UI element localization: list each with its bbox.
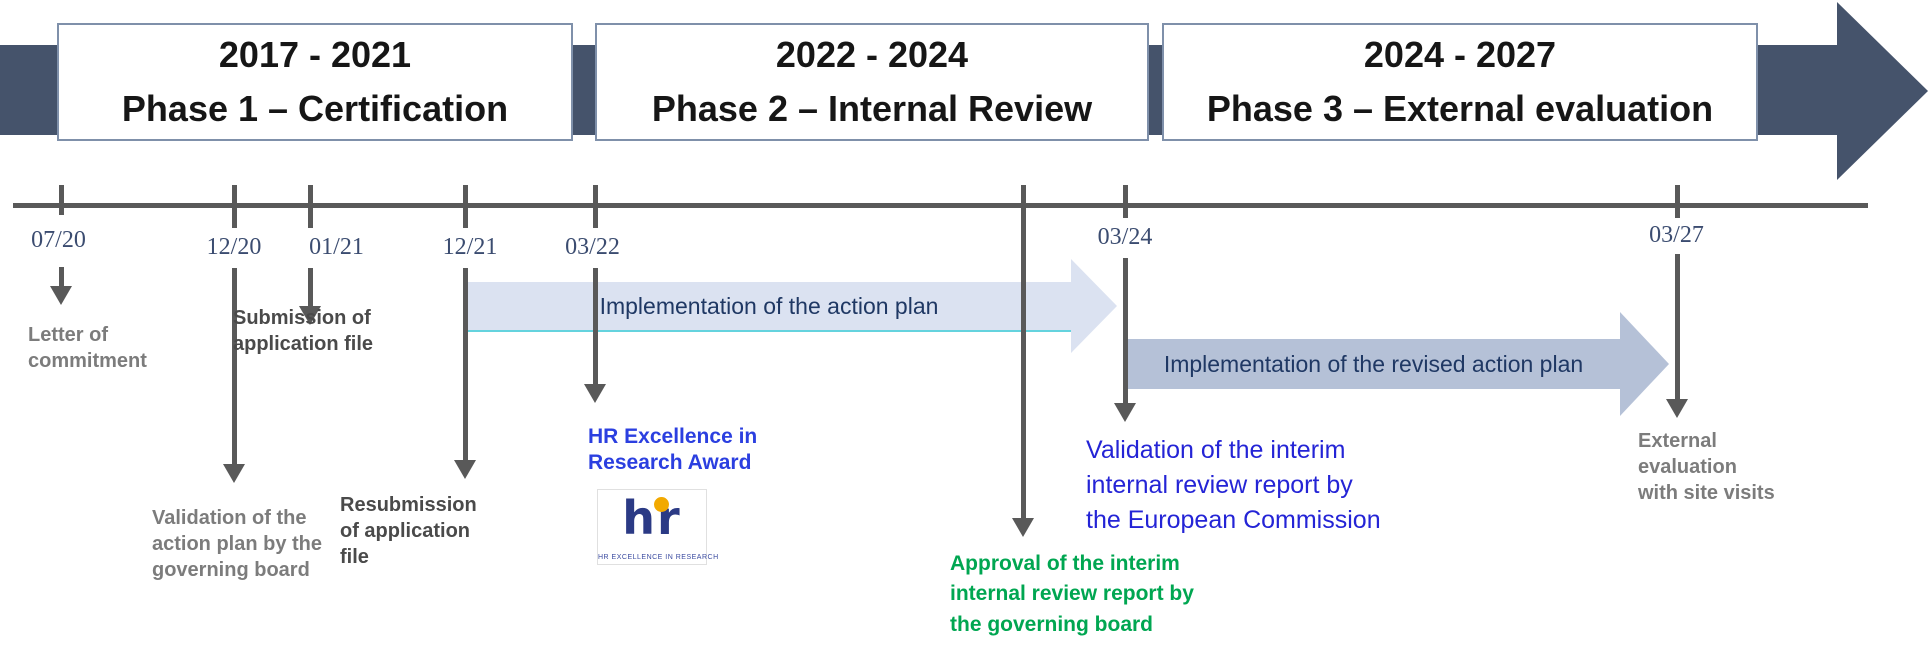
event-validation-interim-report: Validation of the interim internal revie… — [1072, 423, 1404, 545]
event-line-approval — [1021, 185, 1026, 518]
event-external-evaluation: External evaluation with site visits — [1638, 430, 1775, 504]
hr-logo-letters: hr — [622, 491, 682, 545]
phase-arrow-head-icon — [1837, 2, 1928, 180]
down-arrow-icon — [299, 306, 321, 325]
event-resubmission-application: Resubmission of application file — [340, 494, 477, 568]
phase-2-box: 2022 - 2024 Phase 2 – Internal Review — [595, 23, 1149, 141]
event-line-03-24 — [1123, 185, 1128, 403]
event-letter-of-commitment: Letter of commitment — [28, 324, 147, 372]
hr-excellence-logo: hr HR EXCELLENCE IN RESEARCH — [597, 489, 719, 565]
date-label-12-21: 12/21 — [412, 228, 528, 268]
event-line-03-27 — [1675, 185, 1680, 399]
implementation-arrow-label: Implementation of the action plan — [599, 292, 939, 319]
date-label-07-20: 07/20 — [10, 215, 107, 267]
phase-1-box: 2017 - 2021 Phase 1 – Certification — [57, 23, 573, 141]
down-arrow-icon — [1114, 403, 1136, 422]
event-validation-action-plan: Validation of the action plan by the gov… — [152, 507, 323, 581]
phase-2-years: 2022 - 2024 — [775, 34, 969, 75]
revised-implementation-arrow-label: Implementation of the revised action pla… — [1163, 350, 1584, 377]
down-arrow-icon — [1666, 399, 1688, 418]
event-line-03-22 — [593, 185, 598, 384]
revised-implementation-arrow-head-icon — [1620, 312, 1669, 416]
event-line-12-21 — [463, 185, 468, 460]
hr-logo-caption: HR EXCELLENCE IN RESEARCH — [598, 554, 719, 561]
date-text: 07/20 — [31, 227, 86, 254]
phase-2-title: Phase 2 – Internal Review — [651, 88, 1093, 129]
timeline-axis — [13, 203, 1868, 208]
date-label-03-27: 03/27 — [1620, 218, 1733, 254]
phase-3-box: 2024 - 2027 Phase 3 – External evaluatio… — [1162, 23, 1758, 141]
date-label-12-20: 12/20 — [175, 228, 293, 268]
event-hr-excellence-award: HR Excellence in Research Award — [588, 425, 758, 475]
date-label-03-22: 03/22 — [540, 228, 645, 268]
down-arrow-icon — [454, 460, 476, 479]
down-arrow-icon — [1012, 518, 1034, 537]
revised-implementation-arrow: Implementation of the revised action pla… — [1127, 339, 1620, 389]
down-arrow-icon — [50, 286, 72, 305]
date-label-01-21: 01/21 — [293, 228, 380, 268]
event-approval-interim-report: Approval of the interim internal review … — [950, 552, 1194, 636]
phase-3-title: Phase 3 – External evaluation — [1206, 88, 1714, 129]
implementation-arrow: Implementation of the action plan — [467, 282, 1071, 332]
event-line-12-20 — [232, 185, 237, 464]
phase-3-years: 2024 - 2027 — [1363, 34, 1557, 75]
event-submission-application: Submission of application file — [233, 307, 374, 355]
down-arrow-icon — [584, 384, 606, 403]
phase-1-years: 2017 - 2021 — [218, 34, 412, 75]
date-label-03-24: 03/24 — [1067, 218, 1183, 258]
hr-logo-dot-icon — [654, 497, 669, 512]
implementation-arrow-head-icon — [1071, 259, 1117, 353]
down-arrow-icon — [223, 464, 245, 483]
phase-1-title: Phase 1 – Certification — [121, 88, 509, 129]
